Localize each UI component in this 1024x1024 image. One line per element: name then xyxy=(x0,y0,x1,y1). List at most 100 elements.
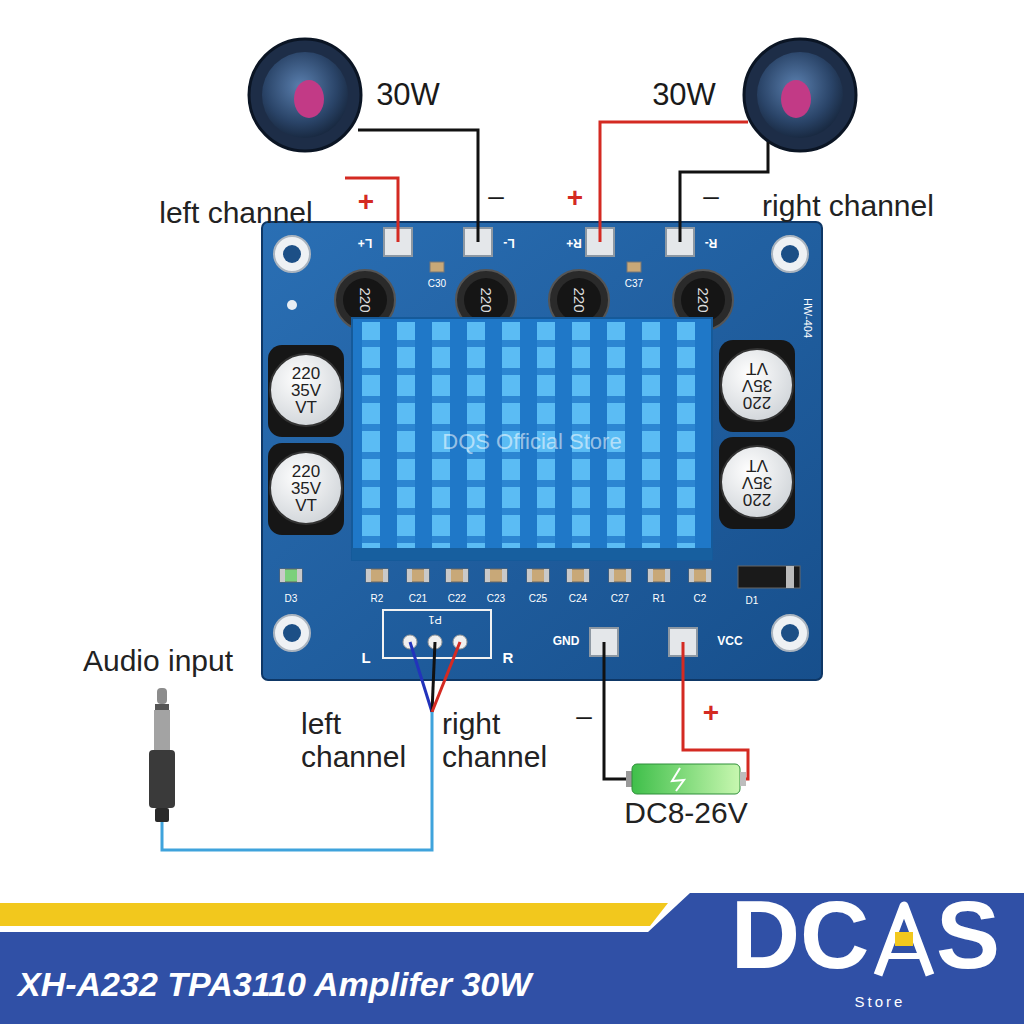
heatsink-slot xyxy=(572,396,590,403)
heatsink-slot xyxy=(537,508,555,515)
heatsink-slot xyxy=(607,536,625,543)
pad-label: R- xyxy=(705,235,718,248)
component-ref: R2 xyxy=(371,593,384,604)
heatsink-slot xyxy=(677,368,695,375)
heatsink-slot xyxy=(397,368,415,375)
smd-terminal xyxy=(502,569,507,582)
channel-pin-label: R xyxy=(503,650,514,667)
heatsink-slot xyxy=(572,368,590,375)
smd-terminal xyxy=(584,569,589,582)
heatsink-slot xyxy=(432,508,450,515)
heatsink-slot xyxy=(397,480,415,487)
heatsink-slot xyxy=(537,368,555,375)
smd-terminal xyxy=(280,569,285,582)
smd-terminal xyxy=(485,569,490,582)
smd-terminal xyxy=(567,569,572,582)
smd-terminal xyxy=(626,569,631,582)
pad-label: L- xyxy=(503,235,514,248)
heatsink-fin xyxy=(677,322,695,556)
heatsink-slot xyxy=(607,396,625,403)
heatsink-slot xyxy=(467,368,485,375)
logo-subtext: Store xyxy=(855,994,906,1011)
capacitor-value: 220 35V VT xyxy=(283,463,329,514)
channel-label: right channel xyxy=(762,189,934,222)
inductor-value: 220 xyxy=(357,287,374,312)
heatsink-slot xyxy=(537,396,555,403)
inductor-value: 220 xyxy=(695,287,712,312)
smd-terminal xyxy=(407,569,412,582)
capacitor-value: 220 35V VT xyxy=(283,365,329,416)
via xyxy=(287,300,297,310)
heatsink-slot xyxy=(362,396,380,403)
heatsink-slot xyxy=(432,368,450,375)
heatsink-slot xyxy=(502,368,520,375)
heatsink-slot xyxy=(362,536,380,543)
diode xyxy=(738,566,800,588)
heatsink-slot xyxy=(607,480,625,487)
heatsink xyxy=(352,318,712,560)
smd-terminal xyxy=(609,569,614,582)
footer-stripe xyxy=(0,903,668,926)
heatsink-slot xyxy=(467,396,485,403)
heatsink-slot xyxy=(502,396,520,403)
smd-part xyxy=(407,569,429,582)
smd-terminal xyxy=(297,569,302,582)
heatsink-slot xyxy=(362,340,380,347)
footer-band xyxy=(0,893,1024,1024)
component-ref: C21 xyxy=(409,593,427,604)
component-ref: C27 xyxy=(611,593,629,604)
capacitor-value: 220 35V VT xyxy=(734,360,780,411)
smd-part xyxy=(485,569,507,582)
heatsink-slot xyxy=(432,340,450,347)
heatsink-slot xyxy=(502,340,520,347)
component-ref: C25 xyxy=(529,593,547,604)
heatsink-slot xyxy=(397,396,415,403)
heatsink-slot xyxy=(642,368,660,375)
smd-terminal xyxy=(706,569,711,582)
smd-terminal xyxy=(544,569,549,582)
polarity-sign: – xyxy=(703,181,719,212)
smd-terminal xyxy=(648,569,653,582)
heatsink-slot xyxy=(642,480,660,487)
smd-part xyxy=(567,569,589,582)
heatsink-slot xyxy=(677,452,695,459)
heatsink-slot xyxy=(572,536,590,543)
pad-label: R+ xyxy=(566,235,582,248)
power-rating: 30W xyxy=(376,78,440,112)
heatsink-slot xyxy=(642,536,660,543)
power-pin-label: GND xyxy=(553,635,580,648)
smd-part xyxy=(648,569,670,582)
heatsink-slot xyxy=(677,508,695,515)
heatsink-base xyxy=(352,318,712,560)
smd-part xyxy=(527,569,549,582)
component-ref: C37 xyxy=(625,278,643,289)
heatsink-slot xyxy=(362,508,380,515)
heatsink-slot xyxy=(362,480,380,487)
component-ref: C22 xyxy=(448,593,466,604)
heatsink-slot xyxy=(642,396,660,403)
component-ref: D1 xyxy=(746,595,759,606)
smd-part xyxy=(609,569,631,582)
heatsink-slot xyxy=(677,396,695,403)
logo-text: S xyxy=(936,882,1000,988)
heatsink-slot xyxy=(677,424,695,431)
heatsink-slot xyxy=(397,340,415,347)
heatsink-slot xyxy=(502,536,520,543)
heatsink-slot xyxy=(362,424,380,431)
product-title: XH-A232 TPA3110 Amplifer 30W xyxy=(18,966,531,1003)
heatsink-slot xyxy=(537,480,555,487)
inductor-value: 220 xyxy=(571,287,588,312)
heatsink-slot xyxy=(467,508,485,515)
smd-terminal xyxy=(665,569,670,582)
heatsink-slot xyxy=(572,480,590,487)
connector-ref: P1 xyxy=(428,614,441,626)
component-ref: R1 xyxy=(653,593,666,604)
smd-terminal xyxy=(446,569,451,582)
audio-connector xyxy=(383,610,491,658)
smd-part xyxy=(366,569,388,582)
heatsink-slot xyxy=(362,452,380,459)
capacitor-value: 220 35V VT xyxy=(734,457,780,508)
board-model: HW-404 xyxy=(802,298,814,338)
heatsink-slot xyxy=(467,536,485,543)
